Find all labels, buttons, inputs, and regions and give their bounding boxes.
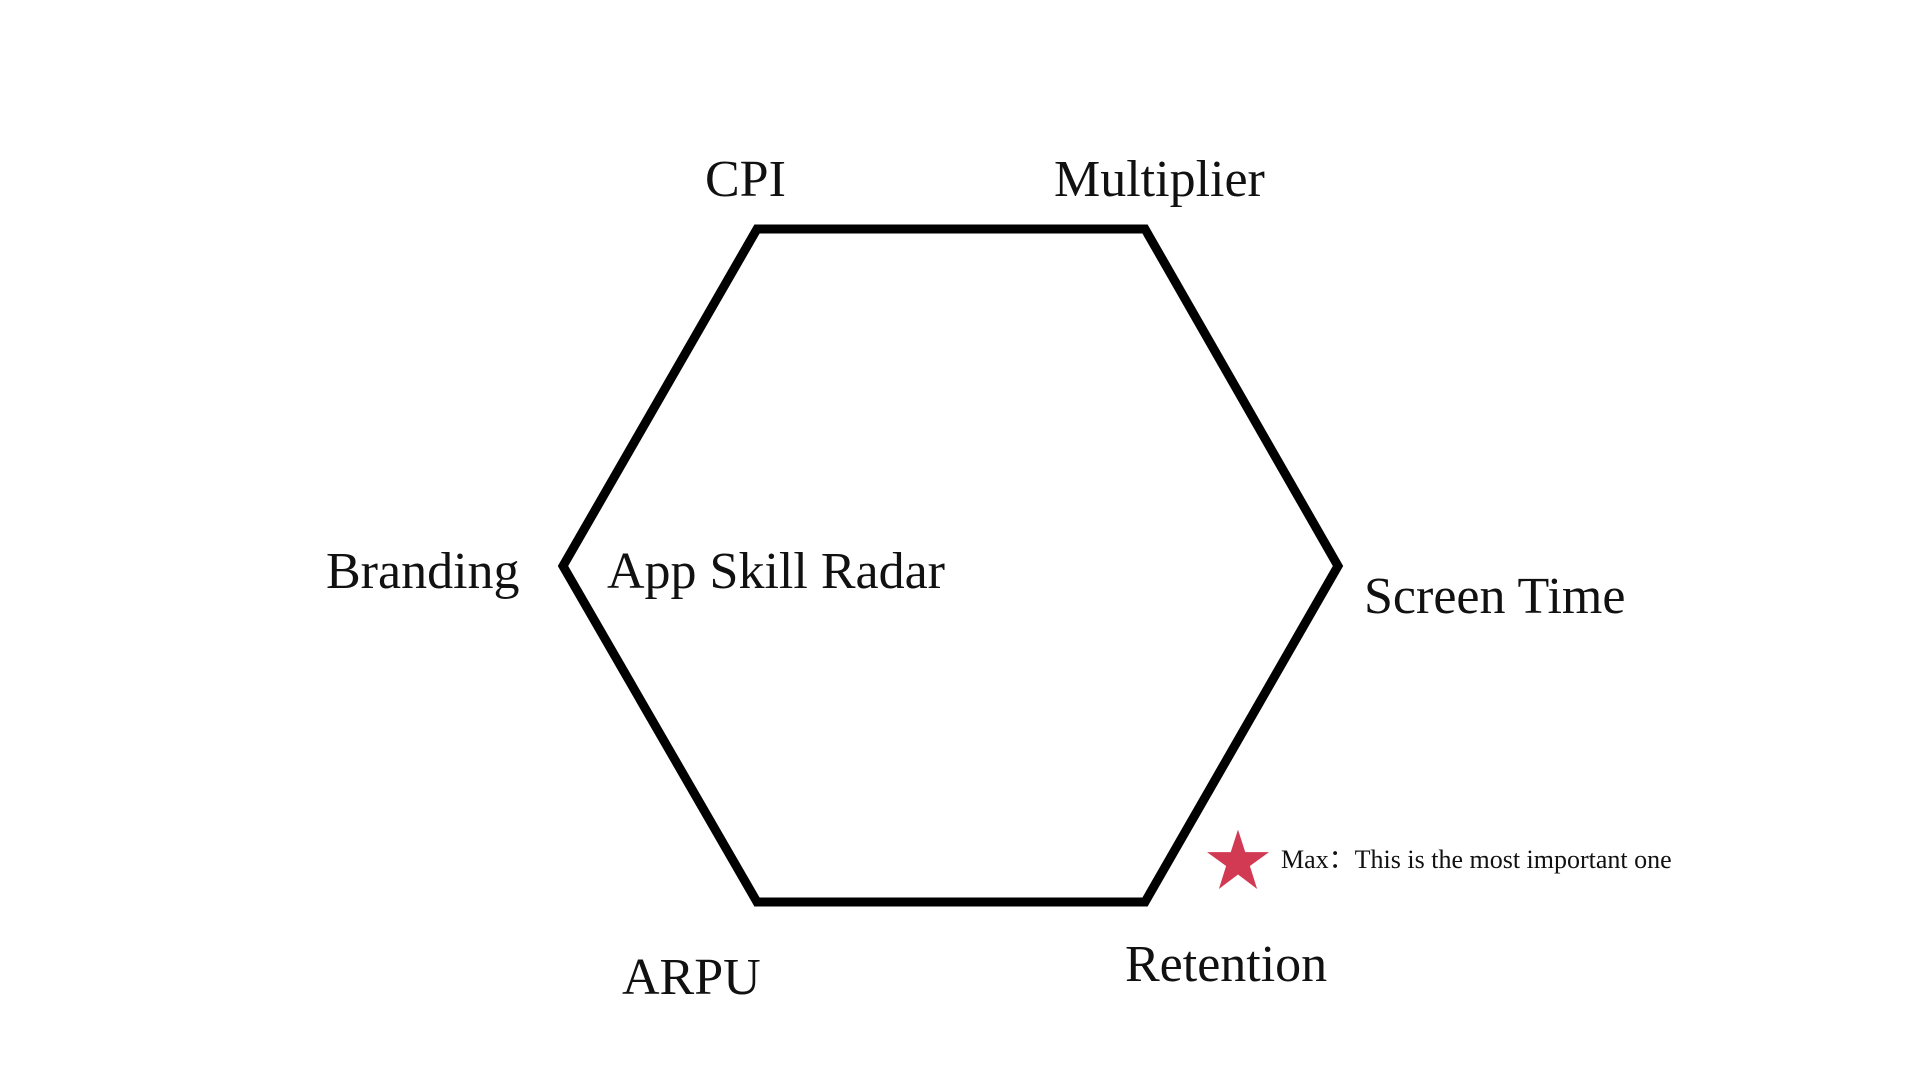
axis-label-arpu: ARPU <box>622 949 761 1006</box>
axis-label-retention: Retention <box>1125 936 1328 993</box>
axis-label-branding: Branding <box>326 543 520 600</box>
max-note-text: Max：This is the most important one <box>1281 845 1672 874</box>
max-note: Max：This is the most important one <box>1205 827 1672 893</box>
axis-label-screen-time: Screen Time <box>1364 568 1626 625</box>
axis-label-multiplier: Multiplier <box>1054 151 1265 208</box>
axis-label-cpi: CPI <box>705 151 786 208</box>
radar-hexagon <box>557 224 1344 907</box>
star-icon <box>1206 829 1270 890</box>
diagram-title: App Skill Radar <box>607 543 945 600</box>
